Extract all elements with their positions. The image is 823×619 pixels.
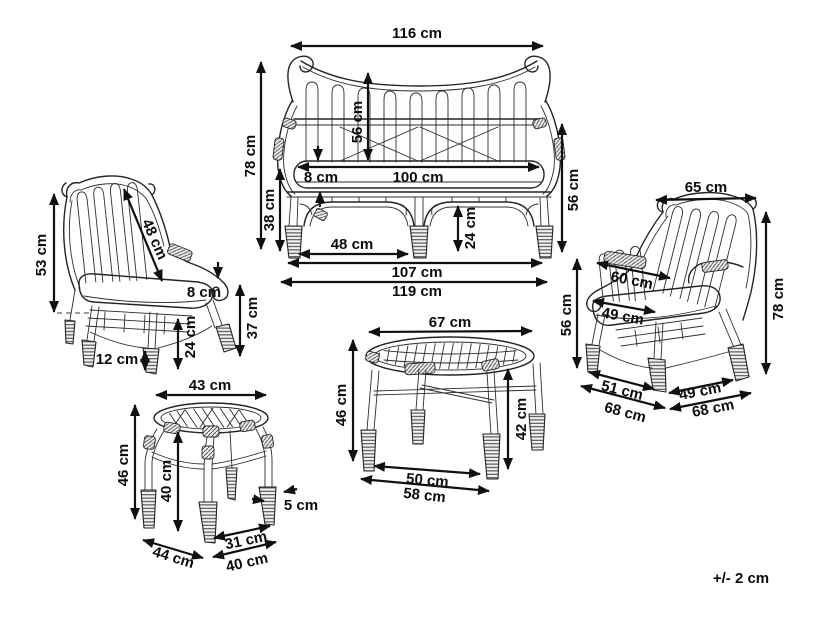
- sofa-cushion: [293, 160, 545, 189]
- dim-armchair-left-backrest-diagonal: 48 cm: [122, 188, 171, 282]
- dim-armchair-left-foot-height: 12 cm: [96, 350, 150, 371]
- dim-sofa-backrest-inner-height: 56 cm: [349, 72, 373, 161]
- stool-base-depth-label: 44 cm: [150, 543, 196, 572]
- armchair-right-back-arches: [652, 206, 737, 310]
- coffee-table-drawing: [360, 336, 546, 480]
- dim-sofa-front-leg-spacing: 48 cm: [298, 236, 409, 259]
- dim-armchair-right-seat-side-height: 56 cm: [558, 258, 582, 369]
- sofa-seat-height-label: 38 cm: [261, 189, 278, 232]
- sofa-back-arches: [305, 81, 527, 163]
- sofa-dimensions: 116 cm 78 cm 56 cm 8 cm 100 cm 38 cm 24 …: [242, 25, 582, 300]
- armchair-right-drawing: [585, 191, 758, 393]
- dim-sofa-overall-width: 116 cm: [290, 25, 544, 51]
- dim-sofa-underseat-clearance: 24 cm: [453, 205, 479, 252]
- coffee-table-legs: [360, 362, 546, 480]
- armchair-left-underseat-clearance-label: 24 cm: [182, 316, 199, 359]
- dim-coffee-table-underside-height: 42 cm: [503, 368, 530, 470]
- sofa-foot-center: [409, 225, 429, 259]
- armchair-left-foot-height-label: 12 cm: [96, 351, 139, 368]
- coffee-table-underside-height-label: 42 cm: [513, 398, 530, 441]
- dim-stool-leg-thickness: 5 cm: [251, 484, 318, 514]
- dim-stool-underside-height: 40 cm: [158, 431, 183, 532]
- sofa-drawing: [272, 55, 566, 259]
- sofa-legs: [284, 196, 554, 259]
- coffee-table-dimensions: 67 cm 46 cm 42 cm 50 cm 58 cm: [333, 314, 533, 506]
- dim-armchair-left-cushion-thickness: 8 cm: [187, 262, 223, 301]
- armchair-left-seat-height-label: 37 cm: [244, 297, 261, 340]
- dim-armchair-right-top-depth: 65 cm: [655, 179, 757, 205]
- stool-leg-thickness-label: 5 cm: [284, 497, 318, 514]
- dim-armchair-right-base-depth: 51 cm: [588, 369, 655, 404]
- stool-legs: [140, 426, 277, 544]
- stool-overall-height-label: 46 cm: [115, 444, 132, 487]
- sofa-max-width-label: 119 cm: [392, 283, 442, 300]
- dim-sofa-cushion-thickness: 8 cm: [304, 146, 338, 207]
- stool-top-diameter-label: 43 cm: [189, 377, 232, 394]
- sofa-backrest-inner-height-label: 56 cm: [349, 101, 366, 144]
- dim-sofa-seat-width: 100 cm: [297, 162, 540, 186]
- sofa-cushion-thickness-label: 8 cm: [304, 169, 338, 186]
- dim-sofa-overall-height: 78 cm: [242, 61, 266, 250]
- sofa-cross-braces: [339, 126, 499, 162]
- dim-stool-base-depth: 44 cm: [142, 538, 204, 572]
- coffee-table-base-diameter-label: 58 cm: [402, 485, 446, 506]
- armchair-right-top-depth-label: 65 cm: [685, 179, 728, 196]
- dim-sofa-seat-height: 38 cm: [261, 168, 285, 252]
- sofa-front-leg-spacing-label: 48 cm: [331, 236, 374, 253]
- coffee-table-overall-height-label: 46 cm: [333, 384, 350, 427]
- stool-drawing: [140, 402, 277, 544]
- armchair-right-backrest-diagonal-label: 60 cm: [609, 268, 654, 293]
- armchair-left-back-arches: [76, 182, 148, 284]
- armchair-right-cushion: [591, 285, 721, 327]
- sofa-apron: [299, 196, 539, 227]
- sofa-base-width-label: 107 cm: [392, 264, 443, 281]
- dim-coffee-table-overall-height: 46 cm: [333, 339, 358, 462]
- armchair-right-overall-height-label: 78 cm: [770, 278, 787, 321]
- sofa-left-ear: [287, 55, 314, 103]
- dim-stool-top-diameter: 43 cm: [155, 377, 267, 400]
- dim-armchair-left-underseat-clearance: 24 cm: [173, 316, 199, 370]
- dim-coffee-table-top-diameter: 67 cm: [368, 314, 533, 337]
- sofa-seat-width-label: 100 cm: [393, 169, 444, 186]
- dim-stool-overall-height: 46 cm: [115, 404, 140, 520]
- armchair-left-backrest-height-label: 53 cm: [33, 234, 50, 277]
- armchair-right-overall-depth-label: 68 cm: [602, 399, 647, 426]
- dim-armchair-left-backrest-height: 53 cm: [33, 193, 59, 313]
- armchair-left-lattice: [85, 309, 193, 335]
- sofa-right-ear: [524, 55, 551, 103]
- sofa-underseat-clearance-label: 24 cm: [462, 207, 479, 250]
- armchair-left-drawing: [61, 175, 237, 375]
- dim-coffee-table-base-diameter: 58 cm: [360, 475, 490, 506]
- dim-sofa-base-width: 107 cm: [287, 258, 543, 281]
- sofa-side-height-label: 56 cm: [565, 169, 582, 212]
- dim-sofa-side-height: 56 cm: [557, 123, 582, 253]
- stool-dimensions: 43 cm 46 cm 40 cm 5 cm 31 cm 44 cm 40 cm: [115, 377, 318, 576]
- tolerance-note: +/- 2 cm: [713, 570, 769, 587]
- sofa-foot-right: [535, 225, 554, 259]
- sofa-left-wing: [276, 100, 293, 197]
- armchair-right-lattice: [615, 317, 706, 347]
- coffee-table-top-slats: [377, 343, 523, 369]
- dim-armchair-right-overall-height: 78 cm: [761, 211, 787, 375]
- stool-underside-height-label: 40 cm: [158, 460, 175, 503]
- sofa-overall-width-label: 116 cm: [392, 25, 442, 42]
- sofa-overall-height-label: 78 cm: [242, 135, 259, 178]
- armchair-right-seat-side-height-label: 56 cm: [558, 294, 575, 337]
- dim-armchair-left-seat-height: 37 cm: [235, 284, 261, 357]
- coffee-table-top-diameter-label: 67 cm: [429, 314, 472, 331]
- armchair-left-cushion-thickness-label: 8 cm: [187, 284, 221, 301]
- dim-sofa-max-width: 119 cm: [280, 277, 548, 300]
- armchair-right-dimensions: 65 cm 60 cm 49 cm 56 cm 78 cm 51 cm 68 c…: [558, 179, 787, 426]
- armchair-left-cushion: [78, 273, 214, 309]
